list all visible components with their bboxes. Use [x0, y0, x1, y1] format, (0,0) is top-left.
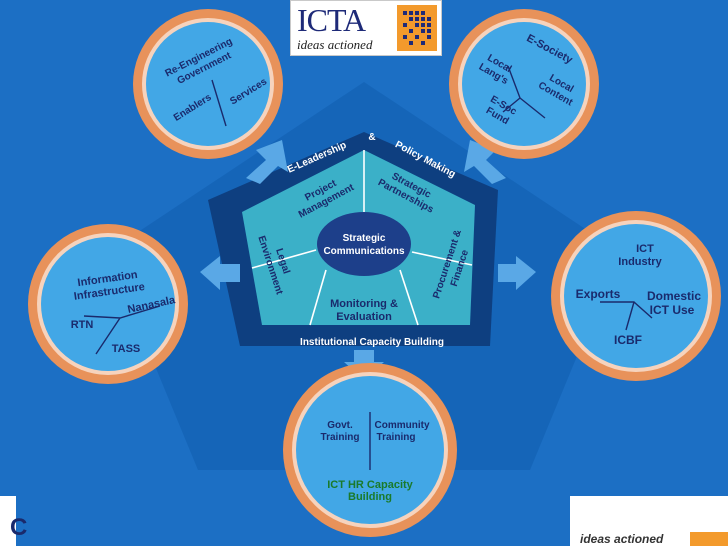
- hr-title-2: Building: [348, 491, 392, 503]
- logo-tagline: ideas actioned: [297, 37, 373, 52]
- circle-ict-hr-capacity: Govt. Training Community Training ICT HR…: [283, 363, 457, 537]
- info-tass: TASS: [112, 343, 141, 355]
- hr-govt-2: Training: [321, 432, 360, 443]
- hr-community-1: Community: [375, 420, 430, 431]
- icta-logo: ICTA ideas actioned: [290, 0, 442, 56]
- center-label-line1: Strategic: [343, 233, 386, 244]
- arrow-up-left: [246, 140, 288, 184]
- hr-title-1: ICT HR Capacity: [327, 479, 413, 491]
- info-rtn: RTN: [71, 319, 94, 331]
- footer-partial-right: ideas actioned: [580, 532, 664, 546]
- inner-dividers: [251, 150, 473, 326]
- arrow-right: [498, 256, 536, 290]
- ict-ind-domestic-2: ICT Use: [650, 303, 695, 317]
- arrow-left: [200, 256, 240, 290]
- slide-footer-band: [16, 496, 570, 546]
- ict-ind-icbf: ICBF: [614, 333, 642, 347]
- circle-reengineering-government: Re-Engineering Government Enablers Servi…: [133, 9, 283, 159]
- logo-grid-icon: [397, 5, 437, 51]
- footer-partial-left: C: [10, 514, 27, 541]
- segment-monitoring-label-1: Monitoring &: [330, 298, 398, 310]
- center-circle: [317, 212, 411, 276]
- segment-monitoring-label-2: Evaluation: [336, 311, 392, 323]
- footer-logo-mark: [690, 532, 728, 546]
- center-label-line2: Communications: [323, 246, 405, 257]
- ict-ind-title-1: ICT: [636, 243, 654, 255]
- arrow-up-right: [464, 140, 506, 184]
- logo-word: ICTA: [297, 2, 366, 38]
- ict-ind-exports: Exports: [576, 287, 621, 301]
- footer-left-gap: [0, 500, 16, 546]
- ict-ind-domestic-1: Domestic: [647, 289, 701, 303]
- circle-e-society: E-Society Local Lang's Local Content E-S…: [449, 9, 599, 159]
- circle-information-infrastructure: Information Infrastructure RTN Nanasala …: [28, 224, 188, 384]
- band-capacity-building-label: Institutional Capacity Building: [300, 337, 444, 348]
- footer-right-strip: [570, 530, 728, 546]
- ict-ind-title-2: Industry: [618, 256, 662, 268]
- band-ampersand: &: [368, 132, 375, 143]
- hr-govt-1: Govt.: [327, 420, 353, 431]
- hr-community-2: Training: [377, 432, 416, 443]
- circle-ict-industry: ICT Industry Exports Domestic ICT Use IC…: [551, 211, 721, 381]
